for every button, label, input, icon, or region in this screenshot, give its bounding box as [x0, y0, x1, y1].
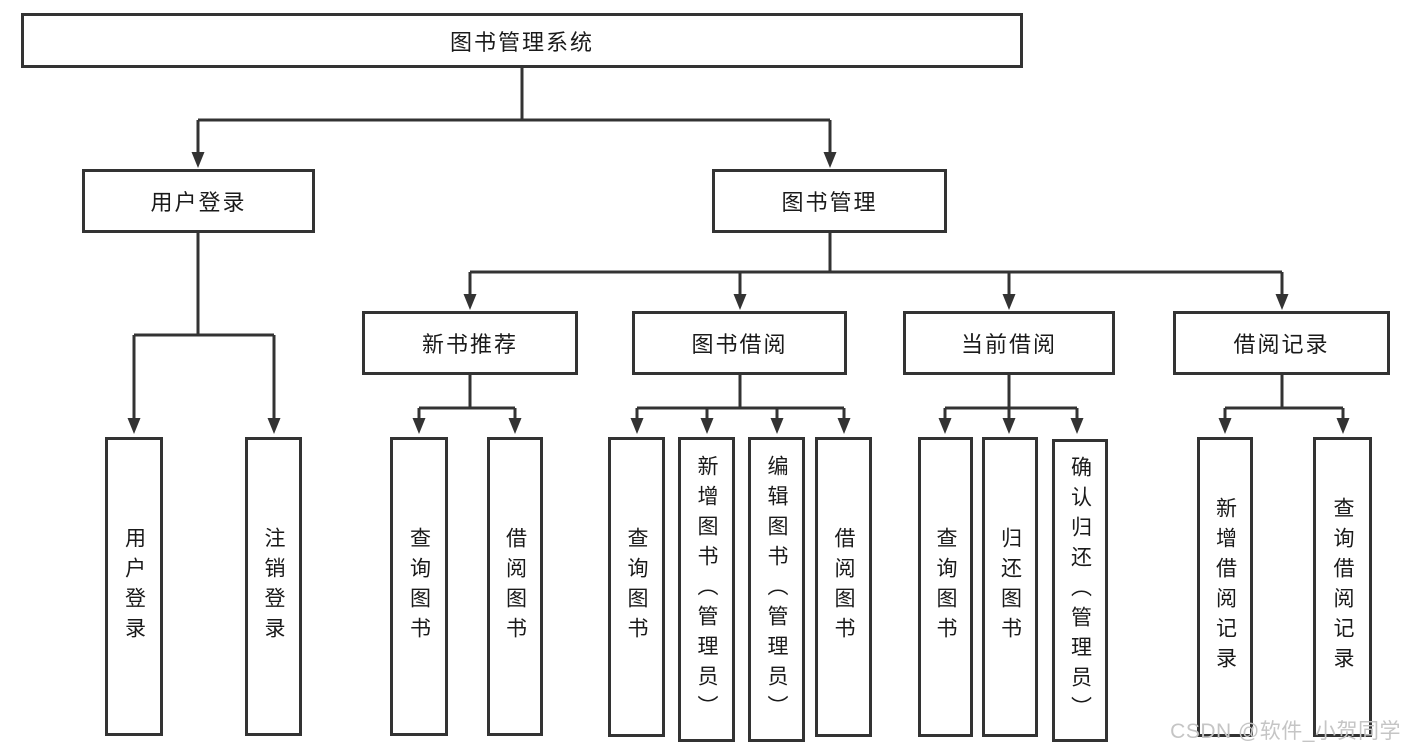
leaf-user-login: 用户登录 [105, 437, 163, 736]
leaf-borrow-add-books-admin: 新增图书（管理员） [678, 437, 735, 742]
node-borrow-records: 借阅记录 [1173, 311, 1390, 375]
leaf-current-confirm-return-admin: 确认归还（管理员） [1052, 439, 1108, 742]
node-new-book-recommend: 新书推荐 [362, 311, 578, 375]
csdn-watermark: CSDN @软件_小贺同学 [1170, 720, 1401, 743]
node-book-borrow: 图书借阅 [632, 311, 847, 375]
node-root: 图书管理系统 [21, 13, 1023, 68]
leaf-borrow-query-books: 查询图书 [608, 437, 665, 737]
leaf-borrow-borrow-books: 借阅图书 [815, 437, 872, 737]
leaf-borrow-edit-books-admin: 编辑图书（管理员） [748, 437, 805, 742]
leaf-current-query-books: 查询图书 [918, 437, 973, 737]
leaf-records-query-record: 查询借阅记录 [1313, 437, 1372, 737]
leaf-recommend-borrow-books: 借阅图书 [487, 437, 543, 736]
leaf-current-return-books: 归还图书 [982, 437, 1038, 737]
node-book-management: 图书管理 [712, 169, 947, 233]
leaf-logout: 注销登录 [245, 437, 302, 736]
leaf-records-add-record: 新增借阅记录 [1197, 437, 1253, 737]
leaf-recommend-query-books: 查询图书 [390, 437, 448, 736]
node-current-borrow: 当前借阅 [903, 311, 1115, 375]
node-user-login: 用户登录 [82, 169, 315, 233]
